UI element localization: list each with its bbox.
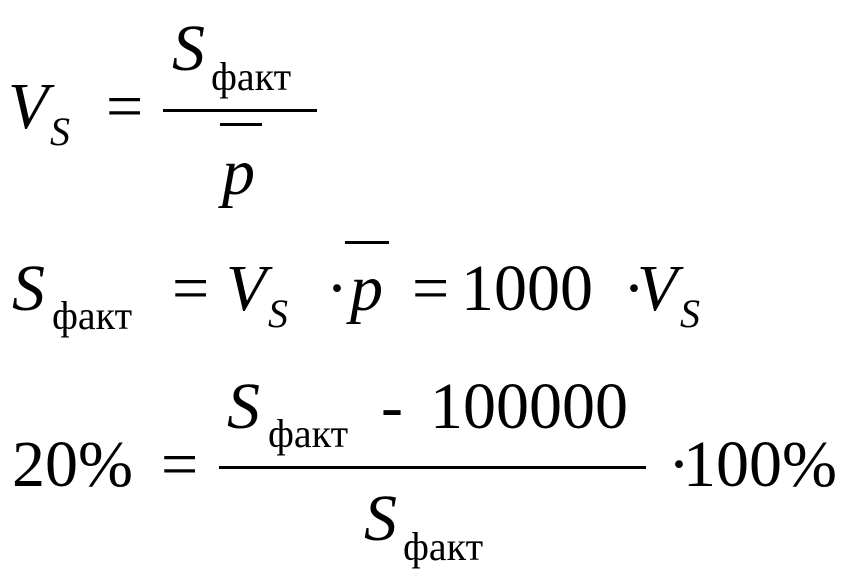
f2-v-subscript-1: S [268,291,288,336]
f1-denominator-variable: p [222,136,255,209]
f3-rhs-percent: 100% [683,428,837,501]
f1-p-overline [220,123,262,126]
f3-denominator-variable: S [364,482,397,555]
f2-v-variable-2: V [637,252,678,325]
f1-numerator-subscript: факт [211,54,292,99]
f1-fraction-bar [163,109,317,112]
f1-numerator-variable: S [172,12,205,85]
f2-v-subscript-2: S [680,291,700,336]
f3-equals-sign: = [161,428,199,501]
f2-multiply-dot-2: · [623,252,645,325]
f2-v-variable-1: V [226,252,267,325]
f2-equals-sign-2: = [412,252,450,325]
f2-p-overline [345,241,389,244]
f3-numerator-constant: 100000 [430,370,628,443]
f2-lhs-variable: S [12,252,45,325]
f2-multiply-dot-1: · [326,252,348,325]
f2-constant: 1000 [461,252,593,325]
f2-equals-sign-1: = [172,252,210,325]
f3-numerator-subscript: факт [268,411,349,456]
f3-lhs-percent: 20% [12,428,133,501]
f1-lhs-variable: V [8,70,49,143]
f1-equals-sign: = [106,70,144,143]
f3-numerator-variable: S [227,370,260,443]
f3-multiply-dot: · [668,428,690,501]
f2-p-variable: p [350,252,383,325]
f2-lhs-subscript: факт [52,293,133,338]
f1-lhs-subscript: S [50,109,70,154]
f3-denominator-subscript: факт [403,524,484,569]
f3-minus-sign: - [381,370,403,443]
f3-fraction-bar [219,466,646,469]
